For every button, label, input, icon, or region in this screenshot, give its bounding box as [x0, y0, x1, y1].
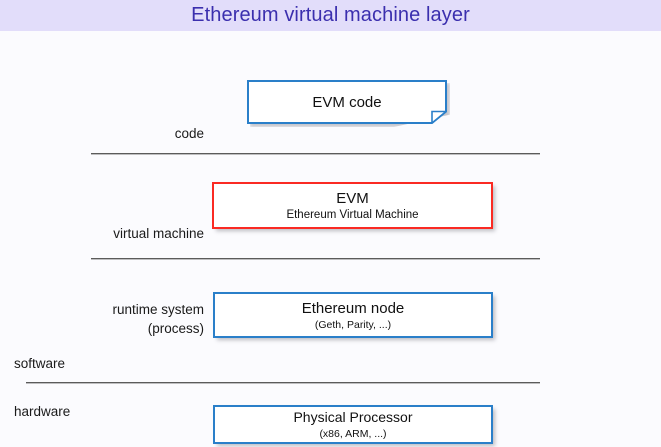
row-label-runtime-system: runtime system (process) — [112, 302, 204, 336]
box-evm-code-title: EVM code — [312, 93, 382, 111]
box-ethereum-node[interactable]: Ethereum node (Geth, Parity, ...) — [213, 292, 493, 338]
box-evm-subtitle: Ethereum Virtual Machine — [286, 209, 419, 221]
row-label-virtual-machine: virtual machine — [113, 226, 204, 241]
box-physical-processor[interactable]: Physical Processor (x86, ARM, ...) — [213, 405, 493, 444]
divider-software-hardware — [26, 382, 540, 383]
box-physical-processor-subtitle: (x86, ARM, ...) — [319, 428, 387, 440]
note-shape-icon — [247, 80, 447, 124]
row-label-code: code — [174, 126, 204, 141]
slide-header-band: Ethereum virtual machine layer — [0, 0, 661, 31]
box-evm[interactable]: EVM Ethereum Virtual Machine — [212, 182, 493, 229]
box-physical-processor-title: Physical Processor — [293, 409, 413, 425]
box-ethereum-node-subtitle: (Geth, Parity, ...) — [314, 318, 392, 331]
box-evm-title: EVM — [336, 190, 369, 207]
divider-code-vm — [91, 153, 540, 154]
box-evm-code[interactable]: EVM code — [247, 80, 450, 127]
side-label-software: software — [14, 356, 66, 371]
diagram-canvas: code virtual machine runtime system (pro… — [0, 31, 661, 447]
page-title: Ethereum virtual machine layer — [191, 4, 470, 26]
divider-vm-runtime — [91, 258, 540, 259]
box-ethereum-node-title: Ethereum node — [301, 299, 405, 317]
side-label-hardware: hardware — [14, 404, 71, 419]
